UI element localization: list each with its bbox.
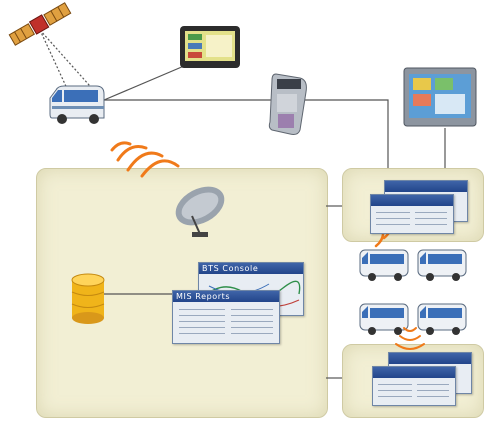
bus-icon: [359, 303, 409, 335]
satellite-icon: [8, 2, 72, 46]
bus-fleet-bottom: [359, 303, 467, 335]
bus-gps-icon: [49, 85, 105, 124]
wireless-signal-icon: [110, 141, 180, 178]
window-title: [389, 353, 471, 364]
mis-reports-window[interactable]: MIS Reports: [172, 290, 280, 344]
satellite-dish-icon: [175, 186, 225, 237]
window-title: [371, 195, 453, 206]
wireless-signal-icon: [395, 327, 425, 350]
client-report-window[interactable]: [370, 194, 454, 234]
window-title: [373, 367, 455, 378]
bus-icon: [417, 249, 467, 281]
window-title: BTS Console: [199, 263, 303, 274]
tablet-terminal-icon: [180, 26, 240, 68]
window-title: [385, 181, 467, 192]
bus-fleet-top: [359, 249, 467, 281]
bus-icon: [359, 249, 409, 281]
payment-terminal-icon: [268, 73, 307, 135]
bus-icon: [417, 303, 467, 335]
kiosk-monitor-icon: [403, 67, 477, 127]
client-report-window[interactable]: [372, 366, 456, 406]
connection-lines: [39, 29, 446, 379]
database-icon: [71, 273, 105, 324]
window-title: MIS Reports: [173, 291, 279, 302]
